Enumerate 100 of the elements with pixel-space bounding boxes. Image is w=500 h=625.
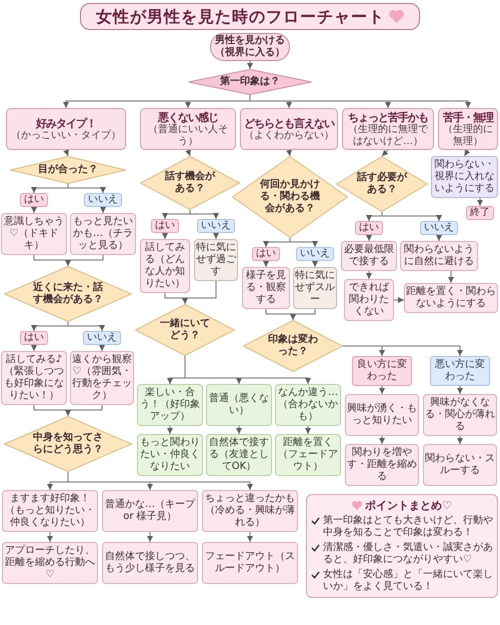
arrow (65, 254, 104, 266)
arrow (394, 297, 404, 303)
yes-tag: はい (20, 193, 48, 207)
arrow (167, 378, 186, 384)
arrow (247, 60, 253, 70)
process-box: もっと関わりたい・仲良くなりたい (137, 434, 203, 476)
no-tag: いいえ (84, 193, 122, 207)
category-box (342, 108, 434, 150)
arrow (305, 426, 311, 434)
process-box: 様子を見る・観察する (242, 267, 290, 309)
decision-text: 第一印象は？ (220, 76, 280, 88)
start-terminal: 男性を見かける（視界に入る） (210, 33, 290, 61)
yes-tag: はい (151, 219, 179, 233)
process-box: 話してみる♪（緊張しつつも好印象になりたい！） (1, 351, 67, 405)
category-title: 悪くない感じ (158, 110, 218, 124)
decision-text: 中身を知ってさらにどう思う？ (33, 432, 103, 456)
arrow (63, 100, 188, 108)
yes-tag: はい (355, 221, 383, 235)
decision-diamond (135, 304, 235, 356)
arrow (263, 260, 269, 268)
process-box: 遠くから観察♡（雰囲気・行動をチェック） (70, 351, 134, 405)
process-box: 意識しちゃう♡（ドキドキ） (1, 213, 67, 255)
yes-tag: はい (20, 331, 48, 345)
connector-line (288, 100, 388, 102)
arrow (47, 482, 68, 490)
arrow (63, 149, 69, 156)
arrow (290, 308, 316, 320)
arrow (366, 215, 382, 222)
category-box (240, 108, 338, 150)
decision-text: 目が合った？ (38, 164, 98, 176)
summary-heading: ポイントまとめ♡ (365, 499, 452, 512)
arrow (68, 187, 106, 194)
summary-point: 第一印象はとても大きいけど、行動や中身を知ることで印象は変わる！ (323, 515, 493, 539)
arrow (263, 241, 290, 248)
category-title: 好みタイプ！ (36, 116, 96, 130)
decision-diamond (4, 416, 132, 472)
arrow (31, 325, 68, 332)
process-box: なんか違う…（合わないかも） (275, 384, 341, 426)
category-box (438, 108, 498, 150)
process-box: 関わらない・スルーする (423, 444, 497, 486)
no-tag: いいえ (296, 247, 334, 261)
arrow (238, 378, 311, 384)
process-box: ますます好印象！（もっと知りたい・仲良くなりたい） (2, 490, 98, 532)
arrow (379, 386, 385, 394)
decision-diamond (4, 266, 132, 322)
arrow (100, 206, 106, 214)
arrow (65, 404, 102, 416)
decision-text: 一緒にいてどう？ (160, 318, 210, 342)
end-terminal: 終了 (466, 206, 494, 220)
decision-text: 話す機会がある？ (165, 171, 215, 195)
category-note: （生理的に無理ではないけど…） (347, 124, 429, 148)
arrow (47, 532, 53, 542)
arrow (236, 378, 242, 384)
process-box: 関わりを増やす・距離を縮める (345, 444, 419, 486)
category-note: （よくわからない） (244, 130, 334, 142)
process-box: 話してみる（どんな人か知りたい） (140, 239, 190, 293)
decision-text: 何回か見かける・関わる機会がある？ (260, 179, 320, 215)
decision-diamond (243, 320, 343, 372)
arrow (464, 149, 470, 156)
category-note: （生理的に無理） (442, 124, 494, 148)
process-box: ちょっと違ったかも（冷める・興味が薄れる） (202, 490, 298, 532)
summary-panel (306, 494, 498, 598)
arrow (290, 241, 318, 248)
no-tag: 悪い方に変わった (430, 356, 490, 386)
arrow (286, 100, 292, 108)
process-box: 普通かな…（キープ or 様子見） (102, 490, 198, 532)
process-box: 自然体で接する（友達としてOK） (206, 434, 272, 476)
no-tag: いいえ (197, 219, 235, 233)
arrow (379, 346, 385, 356)
arrow (162, 232, 168, 240)
no-tag: いいえ (83, 331, 121, 345)
arrow (31, 344, 37, 352)
arrow (366, 270, 372, 280)
arrow (477, 198, 483, 206)
yes-tag: はい (252, 247, 280, 261)
process-box: フェードアウト（スルードアウト） (202, 542, 298, 584)
arrow (31, 187, 68, 194)
arrow (366, 234, 372, 242)
category-note: （普通にいい人そう） (147, 124, 229, 148)
summary-point: 清潔感・優しさ・気遣い・誠実さがあると、好印象につながりやすい♡ (323, 542, 493, 566)
category-note: （かっこいい・タイプ） (11, 130, 121, 142)
decision-diamond (336, 156, 428, 212)
arrow (247, 532, 253, 542)
arrow (162, 213, 190, 220)
process-box: 関わらない・視界に入れないようにする (431, 156, 498, 198)
yes-tag: 良い方に変わった (352, 356, 412, 386)
arrow (312, 260, 318, 268)
arrow (388, 100, 471, 108)
process-box: 特に気にせずスルー (293, 267, 337, 309)
connector-line (188, 100, 250, 102)
category-title: ちょっと苦手かも (348, 110, 428, 124)
process-box: 距離を置く（フェードアウト） (275, 434, 341, 476)
decision-text: 近くに来た・話す機会がある？ (33, 282, 103, 306)
process-box: 楽しい・合う！（好印象アップ） (137, 384, 203, 426)
process-box: 特に気にせず過ごす (194, 239, 238, 281)
arrow (382, 150, 388, 156)
process-box: もっと見たいかも…（チラッと見る） (70, 213, 136, 255)
arrow (182, 280, 216, 304)
arrow (213, 232, 219, 240)
process-box: 距離を置く・関わらないようにする (404, 283, 498, 313)
